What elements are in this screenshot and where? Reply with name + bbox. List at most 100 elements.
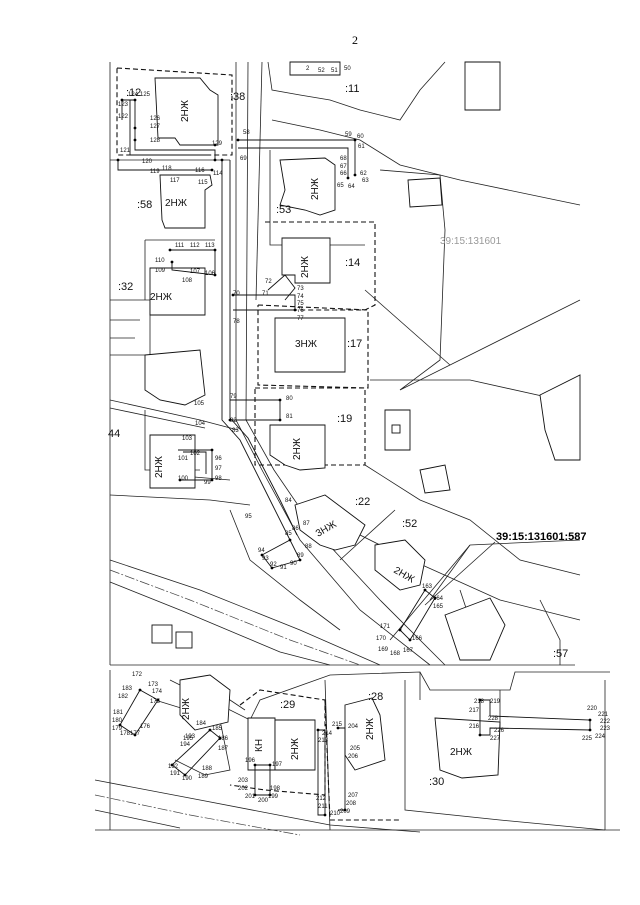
point-number-label: 167 (403, 648, 414, 654)
point-number-label: 223 (600, 726, 611, 732)
parcel-label: :28 (368, 691, 383, 703)
point-number-label: 220 (587, 706, 598, 712)
point-number-label: 224 (595, 734, 606, 740)
point-number-label: 96 (215, 456, 222, 462)
building-label: КН (254, 739, 265, 752)
point-number-label: 65 (337, 183, 344, 189)
point-number-label: 77 (297, 316, 304, 322)
parcel-label: :32 (118, 281, 133, 293)
point-number-label: 70 (233, 291, 240, 297)
point-number-label: 117 (170, 178, 180, 184)
point-number-label: 177 (130, 731, 141, 737)
point-number-label: 209 (340, 809, 351, 815)
building-top-fragment (289, 61, 341, 76)
point-number-label: 219 (490, 699, 501, 705)
point-number-label: 217 (469, 708, 480, 714)
point-number-label: 222 (600, 719, 611, 725)
point-number-label: 187 (218, 746, 229, 752)
building-ne (464, 61, 501, 111)
point-number-label: 196 (245, 758, 256, 764)
point-number-label: 163 (422, 584, 433, 590)
point-number-label: 169 (378, 647, 389, 653)
point-number-label: 128 (150, 138, 161, 144)
building-label: 2НЖ (292, 437, 303, 460)
building-19 (269, 424, 326, 471)
point-number-label: 174 (152, 689, 163, 695)
highlighted-parcel-label: 39:15:131601:587 (496, 531, 587, 543)
parcel-label: :19 (337, 413, 352, 425)
point-number-label: 115 (198, 180, 208, 186)
building-label: 2НЖ (180, 99, 191, 122)
top-fragment-label: 50 (344, 66, 351, 72)
building-32 (149, 267, 206, 316)
point-number-label: 74 (297, 294, 304, 300)
outbuilding-1 (407, 177, 443, 208)
point-number-label: 62 (360, 171, 367, 177)
point-number-label: 88 (305, 544, 312, 550)
parcel-label: :38 (230, 91, 245, 103)
point-number-label: 175 (150, 699, 161, 705)
point-number-label: 227 (490, 736, 501, 742)
parcel-label: :52 (402, 518, 417, 530)
point-number-label: 93 (262, 556, 269, 562)
point-number-label: 185 (212, 726, 223, 732)
building-label: 2НЖ (290, 737, 301, 760)
point-number-label: 69 (240, 156, 247, 162)
parcel-labels: :12:38:11:58:53:14:32:17:1944:22:52:57:2… (108, 83, 568, 788)
point-number-label: 89 (297, 553, 304, 559)
point-number-label: 199 (268, 794, 279, 800)
point-number-label: 197 (272, 762, 283, 768)
point-number-label: 83 (232, 428, 239, 434)
point-number-label: 78 (233, 319, 240, 325)
point-number-label: 198 (270, 786, 281, 792)
point-number-label: 84 (285, 498, 292, 504)
point-number-label: 191 (170, 771, 181, 777)
point-number-label: 184 (196, 721, 207, 727)
point-number-label: 202 (238, 786, 249, 792)
building-12 (154, 77, 219, 146)
parcel-label: 44 (108, 428, 120, 440)
building-lower-west (179, 674, 231, 731)
point-number-label: 79 (230, 394, 237, 400)
point-number-label: 127 (150, 124, 161, 130)
point-number-label: 101 (178, 456, 189, 462)
point-number-label: 103 (182, 436, 193, 442)
point-number-label: 164 (433, 596, 444, 602)
point-number-label: 106 (205, 271, 216, 277)
lower-point-markers (118, 688, 592, 817)
point-number-label: 80 (286, 396, 293, 402)
upper-point-markers (116, 98, 437, 642)
page-number: 2 (352, 33, 358, 47)
point-number-label: 165 (433, 604, 444, 610)
point-number-label: 64 (348, 184, 355, 190)
point-number-label: 114 (213, 171, 223, 177)
point-number-label: 206 (348, 754, 359, 760)
point-number-label: 192 (168, 764, 179, 770)
point-number-label: 63 (362, 178, 369, 184)
point-number-label: 228 (488, 716, 499, 722)
parcel-label: :12 (126, 87, 141, 99)
point-number-label: 126 (150, 116, 161, 122)
point-number-label: 215 (332, 722, 343, 728)
point-number-label: 179 (112, 726, 123, 732)
building-label: 2НЖ (300, 255, 311, 278)
point-number-label: 218 (474, 699, 485, 705)
point-number-label: 186 (218, 736, 229, 742)
point-number-label: 81 (286, 414, 293, 420)
point-number-label: 190 (182, 776, 193, 782)
point-number-label: 61 (358, 144, 365, 150)
point-number-label: 76 (297, 308, 304, 314)
parcel-label: :29 (280, 699, 295, 711)
point-number-label: 68 (340, 156, 347, 162)
point-number-label: 173 (148, 682, 159, 688)
point-number-label: 195 (183, 736, 194, 742)
parcel-label: :22 (355, 496, 370, 508)
point-number-label: 102 (190, 451, 201, 457)
point-number-label: 171 (380, 624, 391, 630)
point-number-label: 122 (118, 114, 129, 120)
point-number-label: 183 (122, 686, 133, 692)
point-number-label: 226 (494, 728, 505, 734)
building-22 (294, 494, 366, 551)
